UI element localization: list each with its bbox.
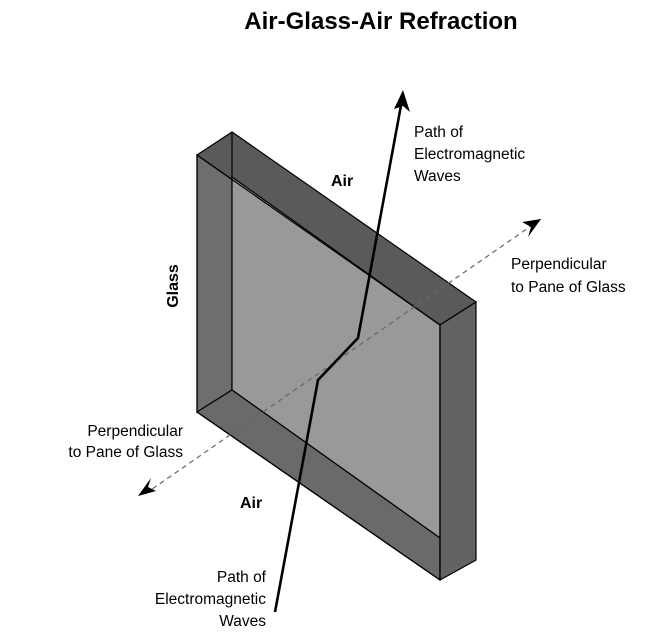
perpendicular-right-label: Perpendicular to Pane of Glass (511, 256, 626, 296)
wave-bottom-label-line: Path of (217, 569, 267, 586)
perpendicular-left-label-line: Perpendicular (87, 423, 183, 440)
wave-top-label-line: Path of (414, 124, 464, 141)
wave-top-label: Path of Electromagnetic Waves (414, 124, 525, 185)
wave-top-label-line: Waves (414, 168, 461, 185)
wave-arrowhead (394, 90, 410, 112)
perpendicular-arrowhead-right (522, 219, 541, 237)
perpendicular-left-label: Perpendicular to Pane of Glass (68, 423, 183, 461)
glass-label: Glass (165, 264, 182, 308)
perpendicular-right-label-line: to Pane of Glass (511, 279, 626, 296)
wave-bottom-label-line: Waves (219, 613, 266, 630)
air-bottom-label: Air (240, 495, 262, 512)
wave-top-label-line: Electromagnetic (414, 146, 525, 163)
wave-bottom-label: Path of Electromagnetic Waves (155, 569, 267, 630)
air-top-label: Air (331, 173, 353, 190)
glass-edge (196, 411, 441, 581)
diagram-title: Air-Glass-Air Refraction (244, 8, 517, 35)
glass-left-face (196, 153, 233, 414)
wave-bottom-label-line: Electromagnetic (155, 591, 266, 608)
perpendicular-arrowhead-left (138, 478, 156, 496)
glass-pane (195, 131, 478, 582)
wave-path (273, 99, 404, 613)
perpendicular-right-label-line: Perpendicular (511, 256, 607, 273)
glass-right-face (439, 300, 477, 582)
perpendicular-left-label-line: to Pane of Glass (68, 444, 183, 461)
glass-edge (196, 154, 441, 326)
